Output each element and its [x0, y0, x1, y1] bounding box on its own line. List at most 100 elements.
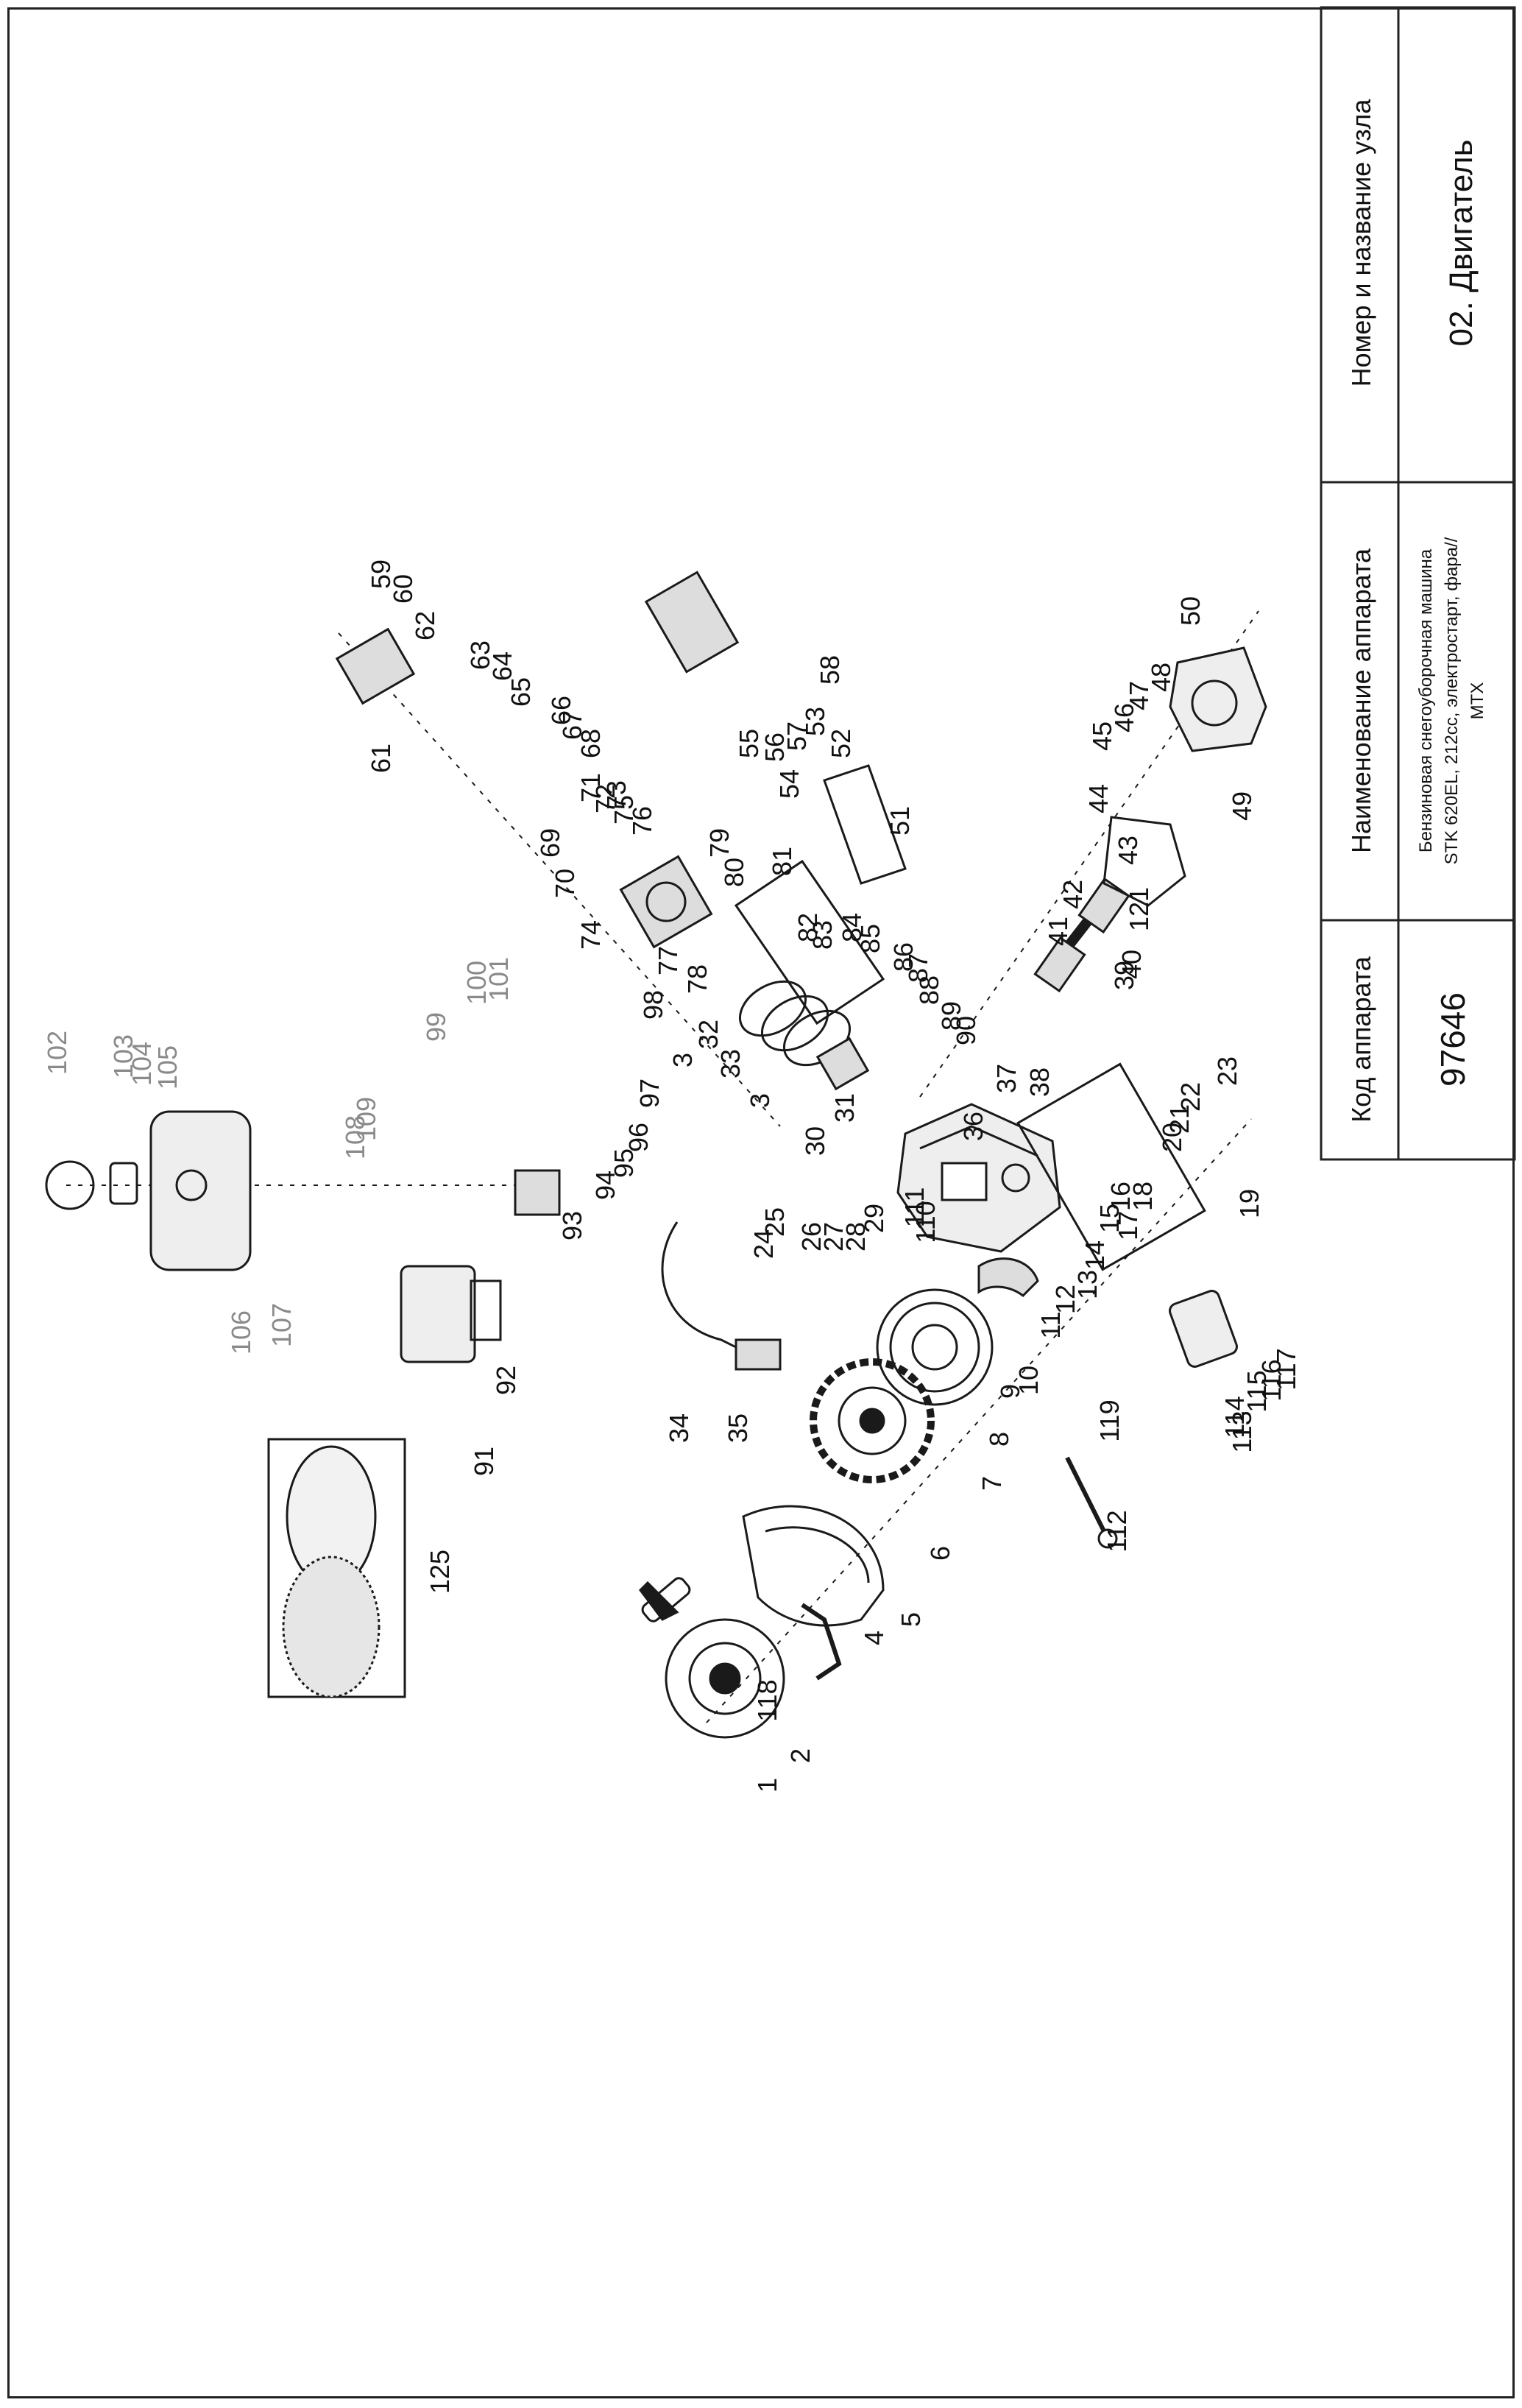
callout-29: 29	[859, 1204, 889, 1233]
callout-11: 11	[1036, 1311, 1066, 1338]
callout-48: 48	[1146, 663, 1176, 692]
callout-38: 38	[1024, 1067, 1055, 1097]
callout-90: 90	[951, 1016, 981, 1045]
callout-32: 32	[693, 1020, 723, 1049]
callout-36: 36	[958, 1112, 988, 1141]
callout-98: 98	[638, 990, 668, 1020]
callout-51: 51	[885, 806, 915, 836]
piston-rings	[738, 980, 870, 1091]
callout-79: 79	[704, 828, 735, 858]
fuel-tank	[149, 1110, 252, 1271]
callout-116: 116	[1256, 1359, 1286, 1401]
callout-27: 27	[818, 1222, 849, 1251]
callout-82: 82	[793, 913, 823, 942]
callout-89: 89	[936, 1001, 966, 1031]
callout-5: 5	[896, 1612, 926, 1627]
fuel-filter	[109, 1162, 138, 1205]
callout-64: 64	[487, 652, 517, 681]
callout-13: 13	[1072, 1270, 1102, 1299]
callout-58: 58	[815, 655, 845, 685]
callout-19: 19	[1234, 1189, 1264, 1218]
callout-66: 66	[546, 696, 576, 725]
callout-23: 23	[1212, 1056, 1242, 1086]
callout-63: 63	[465, 640, 495, 670]
callout-3: 3	[745, 1093, 775, 1108]
callout-111: 111	[899, 1187, 930, 1228]
callout-18: 18	[1128, 1182, 1158, 1211]
callout-86: 86	[888, 942, 918, 972]
crankcase-cover	[1169, 646, 1267, 752]
fuel-cap	[45, 1160, 95, 1210]
callout-39: 39	[1109, 961, 1139, 990]
dipstick	[1065, 1456, 1118, 1549]
callout-125: 125	[425, 1550, 455, 1594]
callout-31: 31	[829, 1093, 860, 1123]
wiring-harness	[661, 1221, 782, 1371]
callout-102: 102	[42, 1031, 72, 1075]
unit-value: 02. Двигатель	[1443, 140, 1479, 347]
callout-93: 93	[557, 1211, 587, 1240]
callout-109: 109	[351, 1097, 381, 1141]
ring-box	[734, 859, 885, 1025]
callout-61: 61	[366, 744, 396, 773]
callout-76: 76	[627, 806, 657, 836]
cooling-fan	[810, 1358, 935, 1483]
callout-115: 115	[1242, 1370, 1272, 1412]
callout-3: 3	[668, 1053, 698, 1067]
callout-9: 9	[995, 1384, 1025, 1399]
callout-78: 78	[682, 964, 712, 994]
callout-42: 42	[1058, 880, 1088, 909]
callout-1: 1	[752, 1778, 782, 1793]
callout-87: 87	[903, 953, 933, 983]
callout-101: 101	[484, 957, 514, 1001]
callout-67: 67	[557, 710, 587, 740]
callout-10: 10	[1013, 1366, 1044, 1395]
callout-96: 96	[623, 1123, 654, 1152]
code-value: 97646	[1434, 992, 1472, 1087]
callout-2: 2	[785, 1748, 815, 1763]
callout-43: 43	[1113, 836, 1143, 865]
callout-24: 24	[748, 1229, 779, 1259]
callout-17: 17	[1113, 1211, 1143, 1240]
callout-37: 37	[991, 1064, 1022, 1093]
callout-65: 65	[506, 677, 536, 707]
parts-drawing	[45, 571, 1267, 1739]
callout-33: 33	[715, 1049, 746, 1078]
callout-34: 34	[664, 1413, 694, 1443]
callout-95: 95	[609, 1148, 639, 1178]
callout-50: 50	[1175, 596, 1206, 626]
unit-header: Номер и название узла	[1346, 99, 1376, 387]
callout-15: 15	[1094, 1204, 1125, 1233]
rocker-cover	[335, 627, 416, 705]
callout-28: 28	[840, 1222, 871, 1251]
device-header: Наименование аппарата	[1346, 548, 1376, 853]
callout-118: 118	[752, 1679, 782, 1721]
muffler	[644, 571, 740, 674]
callout-4: 4	[859, 1631, 889, 1645]
callout-16: 16	[1105, 1182, 1136, 1211]
electric-starter	[1169, 1290, 1238, 1368]
callout-107: 107	[266, 1303, 297, 1347]
callout-69: 69	[535, 828, 565, 858]
callout-7: 7	[977, 1476, 1007, 1491]
callout-12: 12	[1050, 1285, 1080, 1314]
callout-14: 14	[1080, 1240, 1110, 1270]
callout-21: 21	[1164, 1104, 1194, 1134]
ignition-coil	[977, 1257, 1039, 1297]
callout-88: 88	[914, 975, 944, 1005]
callout-55: 55	[734, 729, 764, 758]
callout-73: 73	[601, 780, 631, 810]
callout-30: 30	[800, 1126, 830, 1156]
callout-99: 99	[421, 1012, 451, 1042]
callout-80: 80	[719, 858, 749, 887]
callout-56: 56	[760, 732, 790, 762]
callout-85: 85	[855, 924, 885, 953]
callout-53: 53	[800, 707, 830, 736]
governor-box	[1016, 1062, 1206, 1271]
callout-110: 110	[910, 1201, 941, 1243]
callout-54: 54	[774, 769, 804, 799]
callout-60: 60	[388, 574, 418, 604]
callout-94: 94	[590, 1171, 620, 1200]
callout-72: 72	[590, 784, 620, 813]
